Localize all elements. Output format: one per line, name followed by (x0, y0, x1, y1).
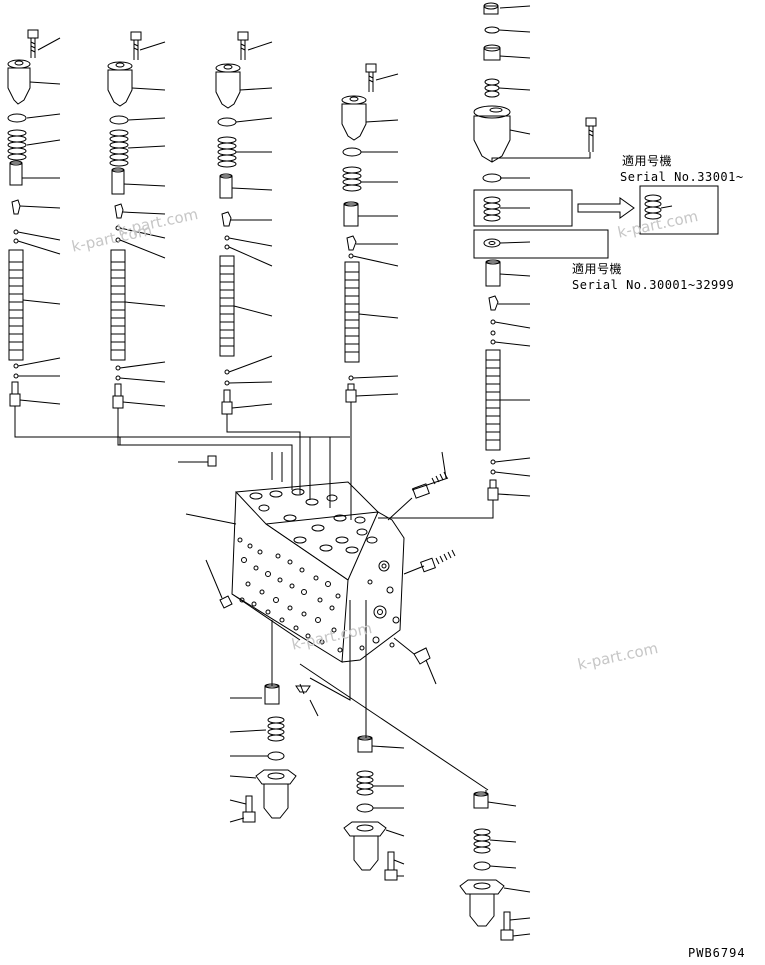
spool-assembly-2 (107, 31, 293, 457)
ball-icon (13, 229, 19, 235)
side-fittings (185, 451, 456, 685)
stopper-icon (346, 235, 357, 251)
cap-nut-icon (483, 5, 499, 15)
o-ring-icon (7, 113, 27, 123)
spring-icon (109, 129, 129, 167)
o-ring-icon (473, 861, 491, 871)
plug-icon (413, 647, 431, 665)
spring-icon (473, 828, 491, 854)
upper-serial-range: Serial No.33001~ (620, 170, 744, 184)
retainer-icon (111, 169, 125, 195)
bottom-assembly-left (229, 620, 319, 823)
spring-icon (342, 166, 362, 192)
valve-cap-icon (473, 115, 511, 163)
o-ring-icon (342, 147, 362, 157)
plug-icon (9, 393, 21, 407)
spool-icon (8, 249, 24, 361)
spring-icon (644, 194, 662, 220)
bottom-assembly-center (343, 600, 405, 881)
plug-icon (219, 595, 233, 609)
control-valve-block (231, 481, 405, 663)
stopper-icon (11, 199, 21, 215)
stopper-icon (114, 203, 124, 219)
upper-applicability-title: 適用号機 (622, 154, 673, 168)
lower-applicability-title: 適用号機 (572, 262, 623, 276)
valve-cap-icon (7, 67, 31, 105)
bolt-head-icon (500, 929, 514, 941)
flange-cover-icon (343, 821, 387, 837)
o-ring-icon (482, 173, 502, 183)
spring-icon (217, 136, 237, 168)
flange-cover-icon (255, 769, 297, 785)
spring-icon (356, 770, 374, 796)
spring-icon (7, 129, 27, 161)
retainer-icon (343, 203, 359, 227)
bolt-head-icon (242, 811, 256, 823)
new-spring-box (639, 185, 719, 235)
flange-cover-icon (459, 879, 505, 895)
bolt-head-icon (384, 869, 398, 881)
o-ring-icon (267, 751, 285, 761)
lower-serial-range: Serial No.30001~32999 (572, 278, 735, 292)
o-ring-icon (109, 115, 129, 125)
stopper-icon (488, 295, 499, 311)
spool-icon (344, 261, 360, 363)
bottom-assembly-right (299, 600, 531, 941)
arrow-icon (577, 197, 635, 219)
spool-assembly-3 (215, 31, 301, 457)
assembly-leaders (119, 437, 331, 508)
valve-cap-icon (341, 103, 367, 141)
spool-assembly-5 (378, 2, 719, 519)
plug-icon (345, 389, 357, 403)
variant-box-lower (473, 229, 609, 259)
stopper-icon (221, 211, 232, 227)
variant-box-upper (473, 189, 573, 227)
spool-icon (110, 249, 126, 361)
spool-assembly-1 (7, 29, 350, 438)
spool-icon (485, 349, 501, 451)
spool-assembly-4 (341, 63, 399, 520)
spring-icon (484, 78, 500, 98)
plug-icon (487, 487, 499, 501)
o-ring-icon (484, 26, 500, 34)
spool-icon (219, 255, 235, 357)
o-ring-icon (356, 803, 374, 813)
plug-icon (221, 401, 233, 415)
o-ring-icon (217, 117, 237, 127)
retainer-icon (485, 261, 501, 287)
figure-code: PWB6794 (688, 946, 746, 960)
spring-icon (267, 716, 285, 742)
bolt-head-icon (27, 29, 39, 39)
valve-cap-icon (107, 69, 133, 107)
retainer-icon (9, 162, 23, 186)
valve-cap-icon (215, 71, 241, 109)
spring-icon (483, 196, 501, 222)
retainer-icon (219, 175, 233, 199)
plug-icon (112, 395, 124, 409)
plug-icon (207, 455, 217, 467)
